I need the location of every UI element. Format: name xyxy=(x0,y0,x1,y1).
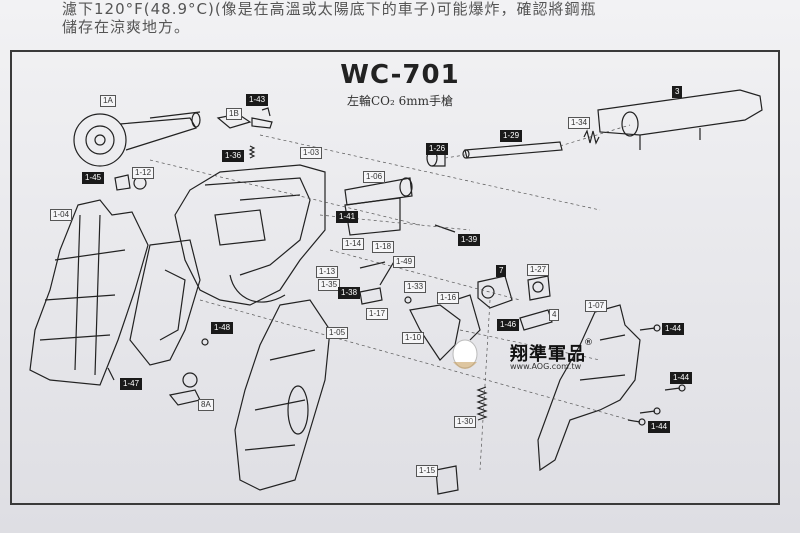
alignment-lines xyxy=(149,124,631,471)
grip-right-part xyxy=(234,299,331,491)
label-1-45: 1-45 xyxy=(82,172,105,184)
inner-barrel-part xyxy=(462,141,563,159)
label-1-06: 1-06 xyxy=(363,171,386,183)
label-1-35: 1-35 xyxy=(318,279,341,291)
label-1-49: 1-49 xyxy=(393,256,416,268)
label-8A: 8A xyxy=(198,399,214,411)
label-3: 3 xyxy=(672,86,683,98)
label-1-44-c: 1-44 xyxy=(648,421,671,433)
label-1-38: 1-38 xyxy=(338,287,361,299)
label-1-13: 1-13 xyxy=(316,266,339,278)
label-1-36: 1-36 xyxy=(222,150,245,162)
registered-mark: ® xyxy=(584,338,593,348)
label-1-15: 1-15 xyxy=(416,465,439,477)
side-plate-part xyxy=(537,304,641,472)
watermark-url: www.AOG.com.tw xyxy=(510,362,582,371)
label-1-03: 1-03 xyxy=(300,147,323,159)
lightbulb-logo-icon xyxy=(452,339,478,369)
label-1-17: 1-17 xyxy=(366,308,389,320)
label-1-34: 1-34 xyxy=(568,117,591,129)
pin-part xyxy=(434,224,456,233)
label-1-48: 1-48 xyxy=(211,322,234,334)
label-1A: 1A xyxy=(100,95,116,107)
label-1-26: 1-26 xyxy=(426,143,449,155)
warning-text: 濾下120°F(48.9°C)(像是在高溫或太陽底下的車子)可能爆炸，確認將鋼瓶… xyxy=(62,0,597,36)
warning-line-2: 儲存在涼爽地方。 xyxy=(62,18,191,36)
label-1-44-a: 1-44 xyxy=(662,323,685,335)
grip-frame-part xyxy=(129,239,201,366)
part-1-48 xyxy=(201,338,209,346)
hammer-part xyxy=(477,275,551,309)
label-1-29: 1-29 xyxy=(500,130,523,142)
label-1-47: 1-47 xyxy=(120,378,143,390)
label-1-12: 1-12 xyxy=(132,167,155,179)
spring-1-34 xyxy=(583,129,600,145)
diagram-frame xyxy=(10,50,780,505)
label-1-30: 1-30 xyxy=(454,416,477,428)
watermark-text: 翔準軍品 xyxy=(510,344,586,365)
label-1-33: 1-33 xyxy=(404,281,427,293)
label-1-41: 1-41 xyxy=(336,211,359,223)
part-1-45 xyxy=(114,174,131,191)
spring-part xyxy=(248,145,256,159)
label-1-18: 1-18 xyxy=(372,241,395,253)
barrel-shroud-part xyxy=(597,89,763,150)
warning-line-1: 濾下120°F(48.9°C)(像是在高溫或太陽底下的車子)可能爆炸，確認將鋼瓶 xyxy=(62,0,597,18)
crane-part xyxy=(344,177,413,236)
label-1-14: 1-14 xyxy=(342,238,365,250)
part-1-46 xyxy=(519,309,553,331)
label-1B: 1B xyxy=(226,108,242,120)
label-1-10: 1-10 xyxy=(402,332,425,344)
label-1-39: 1-39 xyxy=(458,234,481,246)
part-8A xyxy=(168,372,201,406)
frame-part xyxy=(174,164,326,306)
label-7: 7 xyxy=(496,265,507,277)
model-subtitle: 左輪CO₂ 6mm手槍 xyxy=(346,94,454,108)
label-1-43: 1-43 xyxy=(246,94,269,106)
label-1-27: 1-27 xyxy=(527,264,550,276)
label-4: 4 xyxy=(549,309,560,321)
pin-1-47 xyxy=(107,367,115,381)
label-1-46: 1-46 xyxy=(497,319,520,331)
grip-left-part xyxy=(29,199,149,386)
model-title: WC-701 xyxy=(340,60,460,90)
label-1-16: 1-16 xyxy=(437,292,460,304)
label-1-07: 1-07 xyxy=(585,300,608,312)
label-1-44-b: 1-44 xyxy=(670,372,693,384)
screws-1-44 xyxy=(627,324,686,426)
part-1-15 xyxy=(435,465,459,495)
cylinder-part xyxy=(73,111,201,167)
label-1-04: 1-04 xyxy=(50,209,73,221)
label-1-05: 1-05 xyxy=(326,327,349,339)
